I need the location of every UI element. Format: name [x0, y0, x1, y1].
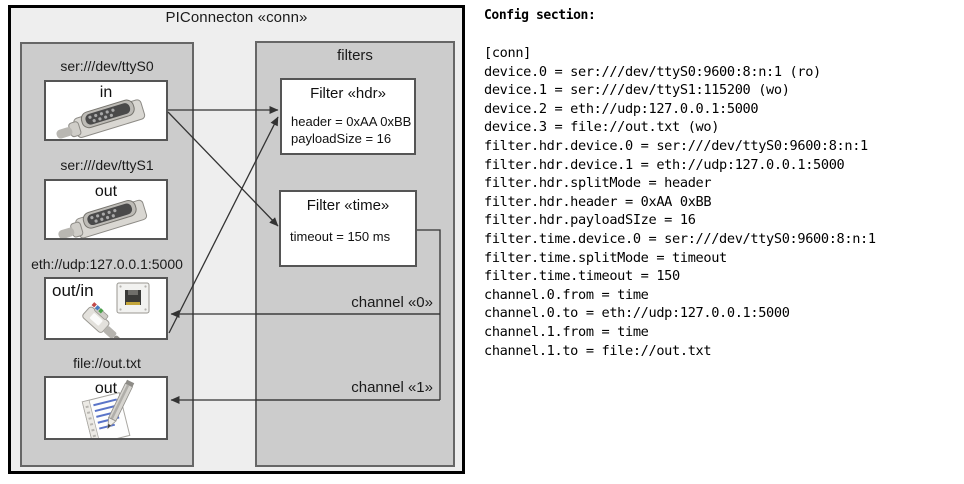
serial-db9-icon — [46, 181, 166, 238]
device-direction-eth: out/in — [52, 281, 94, 300]
config-line: channel.1.from = time — [484, 323, 649, 340]
filter-title-time: Filter «time» — [306, 197, 390, 214]
channel-label-1: channel «1» — [351, 379, 433, 396]
config-line: channel.0.to = eth://udp:127.0.0.1:5000 — [484, 305, 790, 322]
serial-db9-icon — [46, 82, 166, 139]
device-box-eth[interactable]: out/in — [44, 277, 168, 340]
config-section: Config section: [conn] device.0 = ser:///… — [482, 0, 964, 484]
device-label-file: file://out.txt — [73, 355, 141, 371]
filter-prop-timeout: timeout = 150 ms — [290, 229, 391, 244]
filter-prop-payloadsize: payloadSize = 16 — [291, 131, 392, 146]
device-direction-ser1: out — [94, 183, 118, 200]
config-text: [conn] device.0 = ser:///dev/ttyS0:9600:8… — [484, 44, 876, 360]
device-direction-ser0: in — [99, 84, 113, 101]
config-line: channel.0.from = time — [484, 286, 649, 303]
ethernet-plug-icon — [46, 279, 166, 338]
device-label-eth: eth://udp:127.0.0.1:5000 — [31, 256, 183, 272]
filters-panel-title: filters — [337, 47, 373, 64]
config-line: device.0 = ser:///dev/ttyS0:9600:8:n:1 (… — [484, 63, 821, 80]
channel-label-0: channel «0» — [351, 294, 433, 311]
device-box-ser1[interactable]: out — [44, 179, 168, 240]
config-line: device.1 = ser:///dev/ttyS1:115200 (wo) — [484, 82, 790, 99]
device-direction-file: out — [94, 380, 118, 397]
filter-box-hdr[interactable]: Filter «hdr» header = 0xAA 0xBB payloadS… — [280, 78, 416, 155]
config-line: filter.time.splitMode = timeout — [484, 249, 727, 266]
device-box-file[interactable]: out — [44, 376, 168, 440]
page-title: PIConnecton «conn» — [165, 9, 308, 26]
config-line: filter.hdr.device.1 = eth://udp:127.0.0.… — [484, 156, 845, 173]
config-line: filter.hdr.payloadSIze = 16 — [484, 212, 696, 229]
device-label-ser1: ser:///dev/ttyS1 — [60, 157, 154, 173]
connector-diagram: PIConnecton «conn» ser:///dev/ttyS0 in — [0, 0, 478, 484]
config-line: filter.time.timeout = 150 — [484, 268, 680, 285]
config-line: filter.time.device.0 = ser:///dev/ttyS0:… — [484, 230, 876, 247]
config-heading: Config section: — [484, 8, 596, 23]
device-box-ser0[interactable]: in — [44, 80, 168, 141]
filter-title-hdr: Filter «hdr» — [310, 85, 386, 102]
text-file-pencil-icon — [46, 378, 166, 438]
filter-box-time[interactable]: Filter «time» timeout = 150 ms — [279, 190, 417, 267]
config-line: device.3 = file://out.txt (wo) — [484, 119, 720, 136]
config-line: device.2 = eth://udp:127.0.0.1:5000 — [484, 100, 759, 117]
filter-prop-header: header = 0xAA 0xBB — [291, 114, 412, 129]
device-label-ser0: ser:///dev/ttyS0 — [60, 58, 154, 74]
config-line: filter.hdr.device.0 = ser:///dev/ttyS0:9… — [484, 137, 868, 154]
config-line: [conn] — [484, 45, 532, 61]
config-line: filter.hdr.splitMode = header — [484, 175, 712, 192]
config-line: channel.1.to = file://out.txt — [484, 342, 712, 359]
config-line: filter.hdr.header = 0xAA 0xBB — [484, 193, 712, 210]
